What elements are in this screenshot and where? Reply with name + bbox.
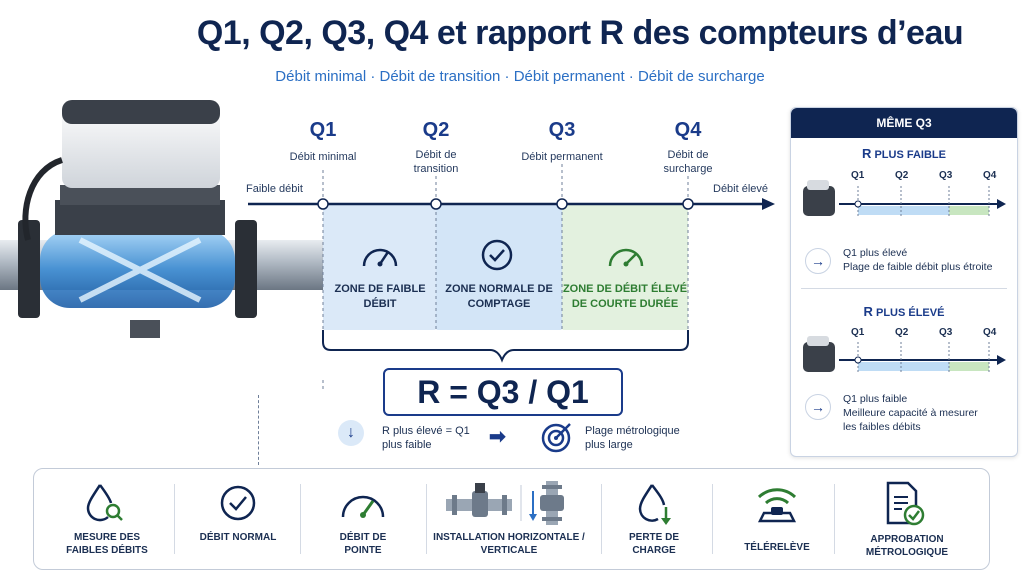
q3-desc: Débit permanent [521,151,603,163]
arrow-down-icon: ↓ [338,420,364,446]
certificate-icon [886,481,925,526]
page-title: Q1, Q2, Q3, Q4 et rapport R des compteur… [196,14,964,52]
zone-normal [436,204,562,330]
q4-label: Q4 [674,119,702,141]
case1-arrow-icon: → [805,248,831,274]
feature-peak-label: DÉBIT DE POINTE [339,532,387,556]
drop-arrow-icon [638,484,671,525]
gauge-icon [362,248,398,267]
panel-header: MÊME Q3 [791,108,1017,138]
case2-title: R PLUS ÉLEVÉ [791,304,1017,319]
divider [834,484,835,554]
divider [601,484,602,554]
case2-q4: Q4 [983,327,997,338]
zone-low-flow-label: ZONE DE FAIBLE DÉBIT [334,283,426,310]
drop-magnifier-icon [86,484,123,522]
gauge-high-icon [608,248,644,267]
case1-axis [803,180,1006,218]
divider [300,484,301,554]
zone-high-flow [562,204,688,330]
case2-line2: Meilleure capacité à mesurer les faibles… [843,407,978,433]
zone-high-flow-label: ZONE DE DÉBIT ÉLEVÉ DE COURTE DURÉE [562,283,688,310]
feature-installation-label: INSTALLATION HORIZONTALE / VERTICALE [433,532,585,556]
feature-bar: MESURE DES FAIBLES DÉBITS DÉBIT NORMAL D… [33,468,990,570]
explain-right: Plage métrologique plus large [585,425,680,451]
case2-q2: Q2 [895,327,909,338]
check-circle-icon [220,485,256,521]
leader-line-left [258,395,260,465]
page-subtitle: Débit minimal · Débit de transition · Dé… [275,68,765,85]
q2-desc: Débit de transition [413,149,459,175]
case1-line2: Plage de faible débit plus étroite [843,261,993,273]
case1-q2: Q2 [895,170,909,181]
feature-low-flow-label: MESURE DES FAIBLES DÉBITS [66,532,148,556]
case2-q3: Q3 [939,327,953,338]
case1-line1: Q1 plus élevé [843,247,908,259]
feature-remote-reading-label: TÉLÉRELÈVE [744,542,810,553]
divider [712,484,713,554]
case1-title: R PLUS FAIBLE [791,146,1017,161]
q1-label: Q1 [309,119,337,141]
case1-q4: Q4 [983,170,997,181]
divider [426,484,427,554]
case1-r: R [862,146,872,161]
case2-title-rest: PLUS ÉLEVÉ [875,307,945,319]
pipe-valve-icon [446,481,564,525]
zone-low-flow [323,204,436,330]
axis-right-label: Débit élevé [713,183,769,195]
check-circle-icon [481,239,513,271]
case1-q1: Q1 [851,170,865,181]
case1-title-rest: PLUS FAIBLE [874,149,946,161]
feature-approval-label: APPROBATION MÉTROLOGIQUE [865,534,949,558]
flow-axis [248,164,775,390]
feature-head-loss-label: PERTE DE CHARGE [628,532,679,556]
case2-arrow-icon: → [805,394,831,420]
gauge-icon [341,495,385,518]
case2-q1: Q1 [851,327,865,338]
zone-normal-label: ZONE NORMALE DE COMPTAGE [445,283,553,310]
water-meter-illustration [0,100,330,338]
target-icon [541,423,571,453]
comparison-panel: MÊME Q3 R PLUS FAIBLE Q1 Q2 Q3 Q4 → Q1 p… [790,107,1018,457]
axis-left-label: Faible débit [246,183,303,195]
case2-line1: Q1 plus faible [843,393,908,405]
case2-r: R [863,304,873,319]
panel-divider [801,288,1007,289]
explain-left: R plus élevé = Q1 plus faible [382,425,470,451]
q3-label: Q3 [548,119,576,141]
arrow-right-icon: ➡ [489,426,506,448]
divider [174,484,175,554]
q4-desc: Débit de surcharge [663,149,713,175]
q1-desc: Débit minimal [289,151,357,163]
r-formula: R = Q3 / Q1 [383,368,623,416]
q2-label: Q2 [422,119,450,141]
case2-axis [803,336,1006,374]
case1-q3: Q3 [939,170,953,181]
feature-normal-label: DÉBIT NORMAL [199,532,277,543]
wireless-icon [757,488,797,523]
